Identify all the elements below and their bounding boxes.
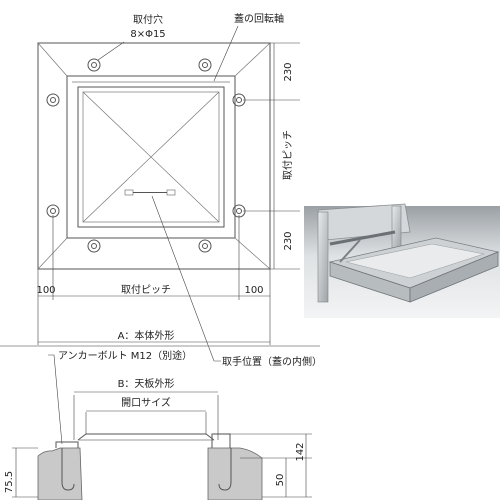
handle-label: 取手位置（蓋の内側） [222,355,322,368]
lid-inner-outline [82,91,220,223]
mount-hole-label: 取付穴 [133,13,163,26]
dim-75-5: 75.5 [4,471,15,493]
dim-230-top: 230 [283,62,294,81]
corner-line [234,42,271,77]
photo-opening [345,243,485,279]
mount-hole-icon [198,239,212,253]
hinge-leader [213,25,239,82]
photo-hinge-bar [329,230,396,246]
outer-size-label: A：本体外形 [118,329,175,342]
concrete-left [37,447,83,500]
top-view: 取付穴 8×Φ15 蓋の回転軸 230 取付ピッチ 230 100 取付ピッチ … [36,12,322,368]
mount-hole-spec: 8×Φ15 [130,29,165,40]
frame-left [55,441,79,448]
handle-symbol [124,189,176,196]
dim-50: 50 [275,474,286,487]
dim-230-bottom: 230 [283,231,294,250]
mount-hole-icon [198,58,212,72]
photo-frame-side [409,251,499,303]
cover-plate [77,433,215,441]
anchor-bolt-left [61,448,75,491]
dim-100-right: 100 [244,285,263,296]
pitch-vertical-label: 取付ピッチ [281,130,294,180]
lid-outline [77,86,225,228]
corner-line [37,42,68,77]
inner-flange [66,75,236,239]
mount-hole-icon [87,58,101,72]
anchor-leader [48,354,63,445]
photo-stay [339,239,361,263]
section-view: アンカーボルト M12（別途） B：天板外形 開口サイズ 142 50 75.5 [0,345,320,500]
dim-100-left: 100 [36,285,55,296]
anchor-label: アンカーボルト M12（別途） [58,349,192,362]
handle-leader [151,195,221,362]
opening-label: 開口サイズ [121,396,171,409]
mount-hole-leader [97,41,125,61]
anchor-bolt-right [218,448,232,491]
mount-holes [46,58,246,253]
lid-diagonal [82,91,220,223]
cover-outer-label: B：天板外形 [118,377,175,390]
outer-frame [37,42,271,270]
photo-post [317,211,329,303]
pitch-horizontal-label: 取付ピッチ [121,283,171,296]
corner-line [234,237,271,270]
photo-inset [304,203,500,318]
hinge-label: 蓋の回転軸 [234,12,284,25]
photo-post [391,205,402,251]
frame-right [211,433,231,448]
dim-142: 142 [295,442,306,461]
corner-line [37,237,68,270]
mount-hole-icon [46,93,60,107]
concrete-right [207,447,263,500]
mount-hole-icon [87,239,101,253]
